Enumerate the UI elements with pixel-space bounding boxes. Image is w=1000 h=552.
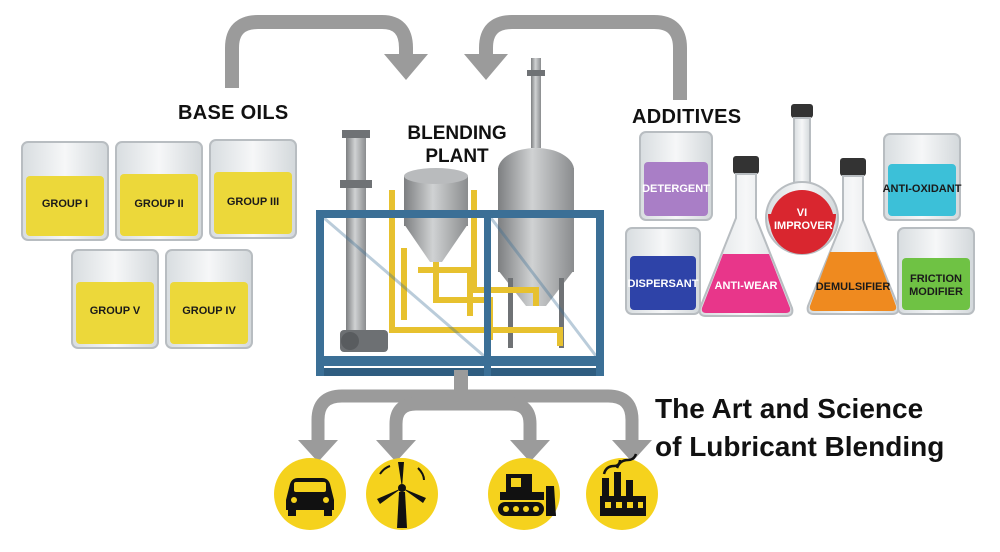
beaker-group-5 [71,249,159,349]
label-group-4: GROUP IV [182,305,236,317]
beaker-detergent [639,131,713,221]
label-group-2: GROUP II [134,198,184,210]
label-group-1: GROUP I [41,198,89,210]
headline: The Art and Science of Lubricant Blendin… [655,390,944,466]
beaker-dispersant [625,227,701,315]
flask-demulsifier [806,158,900,315]
headline-line2: of Lubricant Blending [655,431,945,462]
beaker-friction-modifier [897,227,975,315]
headline-line1: The Art and Science [655,393,924,424]
beaker-anti-oxidant [883,133,961,221]
flask-vi-improver [765,104,839,255]
plant-title: BLENDING PLANT [404,122,510,168]
arrow-base-oils-to-plant [225,15,428,88]
label-dispersant: DISPERSANT [627,278,699,290]
label-group-3: GROUP III [226,196,280,208]
arrow-additives-to-plant [464,15,687,100]
beaker-group-3 [209,139,297,239]
label-anti-wear: ANTI-WEAR [714,280,778,292]
beaker-group-4 [165,249,253,349]
output-arrows [298,370,652,462]
label-group-5: GROUP V [89,305,141,317]
label-anti-oxidant: ANTI-OXIDANT [882,183,962,195]
flask-anti-wear [698,156,794,317]
base-oils-title: BASE OILS [178,102,289,124]
beaker-group-1 [21,141,109,241]
car-icon [274,458,346,530]
bulldozer-icon [488,458,560,530]
beaker-group-2 [115,141,203,241]
label-demulsifier: DEMULSIFIER [815,281,891,293]
additives-title: ADDITIVES [632,106,742,128]
label-detergent: DETERGENT [642,183,710,195]
label-friction-modifier: FRICTION MODIFIER [909,273,963,298]
plant-title-line1: BLENDING [407,123,507,144]
plant-title-line2: PLANT [425,146,489,167]
wind-turbine-icon [366,458,438,530]
label-vi-improver: VI IMPROVER [774,207,833,232]
blending-plant-illustration [316,58,604,376]
factory-icon [586,453,658,530]
